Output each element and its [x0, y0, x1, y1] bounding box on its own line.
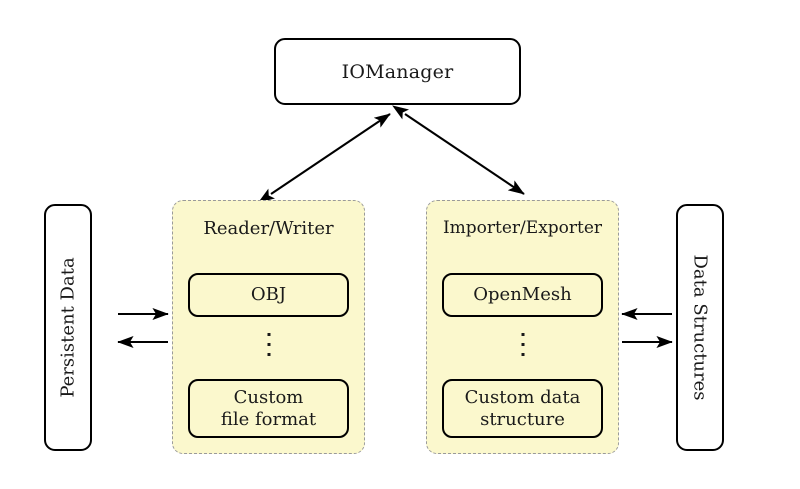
- custom-data-structure-line-1: Custom data: [464, 386, 581, 408]
- custom-data-structure-node-label: Custom data structure: [465, 387, 581, 431]
- openmesh-node-label: OpenMesh: [473, 284, 572, 306]
- reader-writer-group-title: Reader/Writer: [203, 218, 334, 239]
- data-structures-node[interactable]: Data Structures: [676, 204, 724, 451]
- importer-exporter-group-title: Importer/Exporter: [442, 218, 603, 238]
- reader-writer-ellipsis-icon: [267, 333, 270, 356]
- custom-file-format-node-label: Custom file format: [221, 387, 316, 431]
- io-manager-node[interactable]: IOManager: [274, 38, 521, 105]
- custom-data-structure-node[interactable]: Custom data structure: [442, 379, 603, 438]
- arrow-io-manager-reader-writer: [258, 113, 391, 203]
- importer-exporter-ellipsis-icon: [521, 333, 524, 356]
- io-manager-label: IOManager: [341, 60, 454, 83]
- custom-data-structure-line-2: structure: [480, 408, 565, 430]
- importer-exporter-group[interactable]: Importer/Exporter OpenMesh Custom data s…: [426, 200, 619, 454]
- arrow-io-manager-importer-exporter: [392, 105, 525, 195]
- obj-node-label: OBJ: [250, 284, 287, 306]
- custom-file-format-node[interactable]: Custom file format: [188, 379, 349, 438]
- persistent-data-node[interactable]: Persistent Data: [44, 204, 92, 451]
- data-structures-label: Data Structures: [689, 254, 711, 401]
- custom-file-format-line-1: Custom: [233, 386, 304, 408]
- custom-file-format-line-2: file format: [220, 408, 317, 430]
- reader-writer-group[interactable]: Reader/Writer OBJ Custom file format: [172, 200, 365, 454]
- openmesh-node[interactable]: OpenMesh: [442, 273, 603, 317]
- obj-node[interactable]: OBJ: [188, 273, 349, 317]
- persistent-data-label: Persistent Data: [57, 257, 79, 398]
